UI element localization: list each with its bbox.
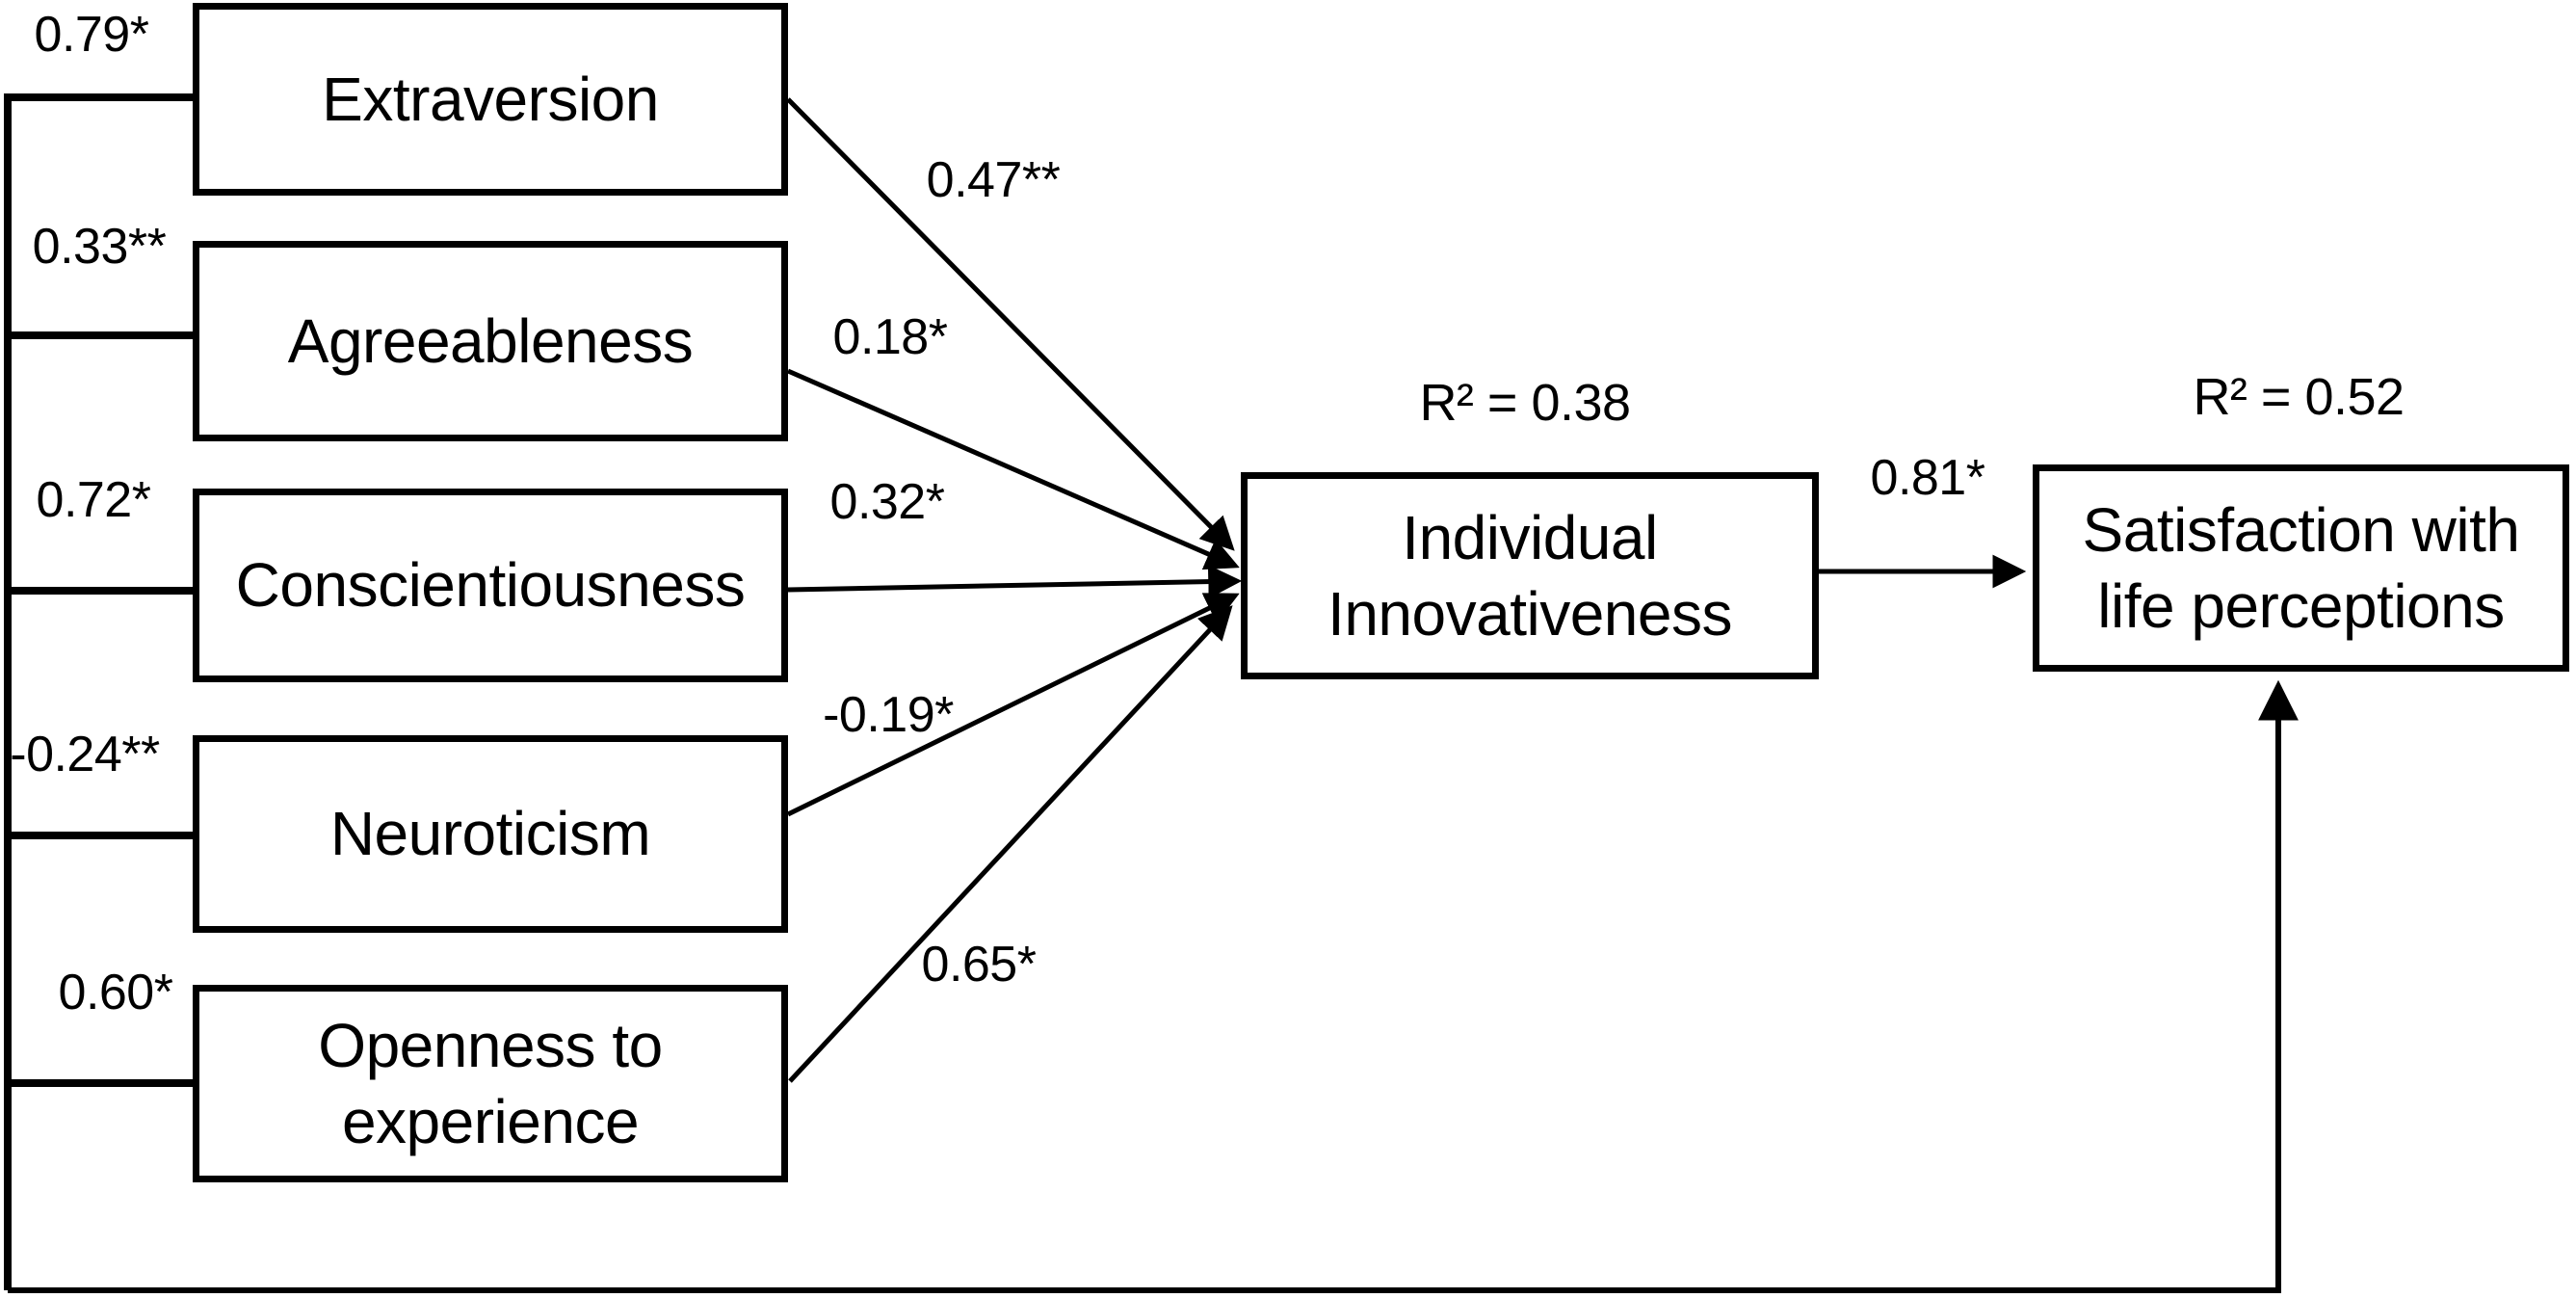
predictor-box-extraversion: Extraversion [193, 3, 788, 196]
predictor-box-conscientiousness: Conscientiousness [193, 489, 788, 682]
predictor-rail-line [4, 93, 197, 1290]
predictor-label: Extraversion [322, 64, 659, 134]
arrow-openness-to-mediator [788, 605, 1233, 1083]
outcome-box-satisfaction-with-life: Satisfaction with life perceptions [2033, 464, 2569, 672]
predictor-box-neuroticism: Neuroticism [193, 735, 788, 933]
predictor-box-agreeableness: Agreeableness [193, 241, 788, 441]
arrow-agreeableness-to-mediator [787, 368, 1240, 570]
mediator-label: Individual Innovativeness [1327, 503, 1732, 649]
mediator-box-individual-innovativeness: Individual Innovativeness [1241, 472, 1819, 679]
path-coef-openness: 0.65* [921, 937, 1037, 993]
predictor-label: Openness to experience [318, 1011, 663, 1156]
r-squared-mediator: R² = 0.38 [1419, 374, 1631, 432]
loading-conscientiousness: 0.72* [36, 472, 151, 528]
outcome-label: Satisfaction with life perceptions [2082, 495, 2520, 641]
arrow-conscientiousness-to-mediator [787, 565, 1243, 599]
predictor-box-openness: Openness to experience [193, 985, 788, 1182]
predictor-label: Neuroticism [329, 799, 651, 869]
path-coef-extraversion: 0.47** [926, 152, 1061, 208]
path-coef-conscientiousness: 0.32* [829, 474, 945, 530]
rail-to-outcome-arrow [8, 679, 2299, 1293]
r-squared-outcome: R² = 0.52 [2193, 368, 2405, 426]
arrow-neuroticism-to-mediator [786, 593, 1240, 817]
predictor-label: Conscientiousness [235, 550, 746, 621]
loading-extraversion: 0.79* [34, 7, 149, 63]
path-coef-agreeableness: 0.18* [832, 309, 948, 365]
path-coef-neuroticism: -0.19* [823, 687, 954, 743]
predictor-label: Agreeableness [287, 305, 694, 376]
arrow-extraversion-to-mediator [786, 97, 1235, 551]
loading-agreeableness: 0.33** [32, 219, 167, 275]
loading-neuroticism: -0.24** [10, 727, 160, 782]
loading-openness: 0.60* [58, 965, 173, 1020]
path-coef-mediator-to-outcome: 0.81* [1870, 450, 1985, 506]
